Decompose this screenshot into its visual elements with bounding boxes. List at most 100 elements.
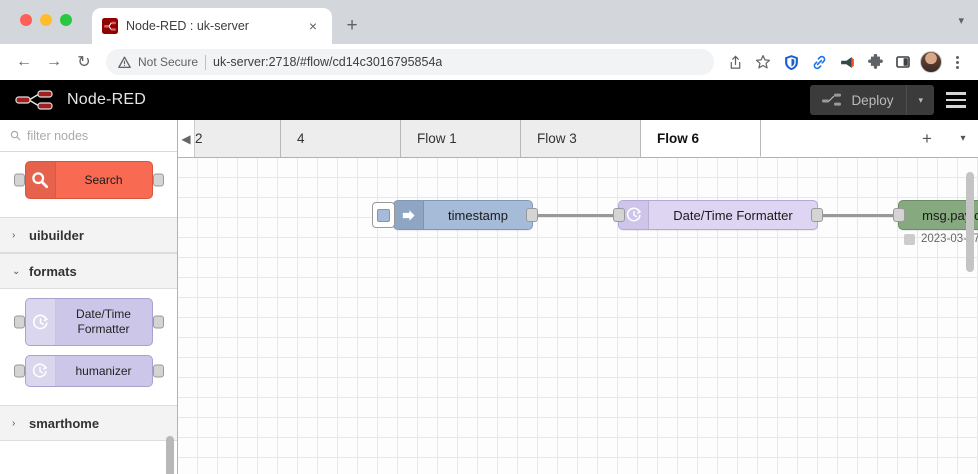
node-output-port (152, 364, 164, 378)
palette-category-label: smarthome (29, 415, 100, 431)
node-input-port[interactable] (613, 208, 625, 222)
magnifier-icon (25, 162, 56, 198)
palette-node-body[interactable]: Date/Time Formatter (24, 298, 153, 346)
minimize-window-button[interactable] (40, 14, 52, 26)
new-tab-button[interactable]: + (346, 15, 358, 36)
maximize-window-button[interactable] (60, 14, 72, 26)
share-icon[interactable] (722, 49, 748, 75)
flow-tab-flow-3[interactable]: Flow 3 (521, 120, 641, 157)
sidepanel-icon[interactable] (890, 49, 916, 75)
flow-tab-4[interactable]: 4 (281, 120, 401, 157)
palette-node-datetime-formatter[interactable]: Date/Time Formatter (13, 298, 164, 346)
deploy-main[interactable]: Deploy (810, 85, 906, 115)
browser-tab[interactable]: Node-RED : uk-server × (92, 8, 332, 44)
flow-tab-2[interactable]: 2 (195, 120, 281, 157)
toolbar-actions (722, 49, 968, 75)
deploy-dropdown-chevron-down-icon[interactable]: ▾ (906, 85, 934, 115)
back-button[interactable]: ← (16, 53, 32, 70)
debug-node[interactable]: msg.payload (893, 200, 978, 230)
hamburger-menu-icon[interactable] (934, 80, 978, 120)
avatar[interactable] (918, 49, 944, 75)
puzzle-extensions-icon[interactable] (862, 49, 888, 75)
node-red-logo-icon (15, 90, 53, 110)
browser-title-bar: Node-RED : uk-server × + ▾ (0, 0, 978, 44)
node-output-port[interactable] (811, 208, 823, 222)
palette-category-label: formats (29, 263, 77, 279)
shield-extension-icon[interactable] (778, 49, 804, 75)
flow-tabs-menu-chevron-down-icon[interactable]: ▾ (960, 133, 966, 144)
megaphone-extension-icon[interactable] (834, 49, 860, 75)
palette-category-smarthome[interactable]: › smarthome (0, 405, 177, 441)
close-window-button[interactable] (20, 14, 32, 26)
flow-tab-flow-6[interactable]: Flow 6 (641, 120, 761, 157)
node-input-port (13, 364, 25, 378)
datetime-formatter-node[interactable]: Date/Time Formatter (613, 200, 823, 230)
link-extension-icon[interactable] (806, 49, 832, 75)
palette-list: Search › uibuilder ⌄ formats (0, 152, 177, 474)
add-flow-button[interactable]: + (922, 128, 932, 148)
node-input-port (13, 315, 25, 329)
clock-icon (25, 356, 56, 386)
palette-node-zone-formats: Date/Time Formatter (0, 289, 177, 405)
url-text: uk-server:2718/#flow/cd14c3016795854a (213, 55, 443, 69)
datetime-formatter-label: Date/Time Formatter (673, 207, 793, 223)
search-icon (10, 130, 21, 141)
wire-inject-to-formatter[interactable] (533, 214, 618, 217)
canvas-vertical-scrollbar[interactable] (966, 172, 974, 272)
palette-node-zone-search: Search (0, 152, 177, 217)
browser-menu-icon[interactable] (946, 51, 968, 73)
palette-node-search[interactable]: Search (13, 161, 164, 199)
palette-node-body[interactable]: Search (24, 161, 153, 199)
node-output-port[interactable] (526, 208, 538, 222)
debug-node-status-text: 2023-03-27T10:12:46.986Z (921, 233, 978, 245)
wire-formatter-to-debug[interactable] (816, 214, 900, 217)
deploy-button[interactable]: Deploy ▾ (810, 85, 934, 115)
palette-filter[interactable]: filter nodes (0, 120, 177, 152)
nodered-main: filter nodes Search (0, 120, 978, 474)
node-output-port (152, 173, 164, 187)
nodered-title: Node-RED (67, 91, 146, 108)
deploy-node-icon (822, 93, 842, 106)
address-bar[interactable]: Not Secure uk-server:2718/#flow/cd14c301… (106, 49, 714, 75)
palette-scrollbar[interactable] (166, 436, 174, 474)
reload-button[interactable]: ↻ (77, 54, 91, 71)
debug-node-status: 2023-03-27T10:12:46.986Z (904, 233, 978, 245)
chevron-right-icon: › (12, 417, 16, 429)
browser-tab-strip: Node-RED : uk-server × + (92, 8, 366, 44)
palette-node-label: Date/Time Formatter (76, 307, 131, 336)
omnibox-divider (205, 54, 207, 70)
palette-category-formats[interactable]: ⌄ formats (0, 253, 177, 289)
palette-filter-input[interactable]: filter nodes (27, 128, 89, 143)
debug-node-label: msg.payload (922, 207, 978, 223)
browser-toolbar: ← → ↻ Not Secure uk-server:2718/#flow/cd… (0, 44, 978, 80)
forward-button[interactable]: → (46, 53, 62, 70)
flow-tabs: 2 4 Flow 1 Flow 3 Flow 6 (195, 120, 906, 157)
palette-node-humanizer[interactable]: humanizer (13, 355, 164, 387)
inject-arrow-icon (394, 201, 424, 229)
clock-icon (25, 299, 56, 345)
bookmark-star-icon[interactable] (750, 49, 776, 75)
flow-canvas[interactable]: timestamp Date/Time Formatter (178, 158, 978, 474)
node-palette: filter nodes Search (0, 120, 178, 474)
window-traffic-lights (20, 14, 72, 26)
palette-node-label: humanizer (75, 363, 132, 378)
flow-workspace: ◀ 2 4 Flow 1 Flow 3 Flow 6 + ▾ (178, 120, 978, 474)
node-output-port (152, 315, 164, 329)
chevron-down-icon[interactable]: ▾ (958, 15, 964, 27)
nodered-logo[interactable]: Node-RED (14, 88, 146, 112)
tabs-scroll-left-button[interactable]: ◀ (178, 120, 195, 157)
close-icon[interactable]: × (308, 18, 318, 34)
flow-tab-bar: ◀ 2 4 Flow 1 Flow 3 Flow 6 + ▾ (178, 120, 978, 158)
palette-node-body[interactable]: humanizer (24, 355, 153, 387)
security-status-text: Not Secure (138, 55, 199, 69)
inject-trigger-button[interactable] (372, 202, 395, 228)
inject-node[interactable]: timestamp (372, 200, 538, 230)
node-red-favicon (102, 18, 118, 34)
header-actions: Deploy ▾ (810, 80, 978, 120)
node-input-port[interactable] (893, 208, 905, 222)
palette-category-uibuilder[interactable]: › uibuilder (0, 217, 177, 253)
browser-tab-title: Node-RED : uk-server (126, 19, 249, 33)
palette-node-label: Search (84, 172, 123, 187)
chevron-down-icon: ⌄ (12, 265, 21, 277)
flow-tab-flow-1[interactable]: Flow 1 (401, 120, 521, 157)
